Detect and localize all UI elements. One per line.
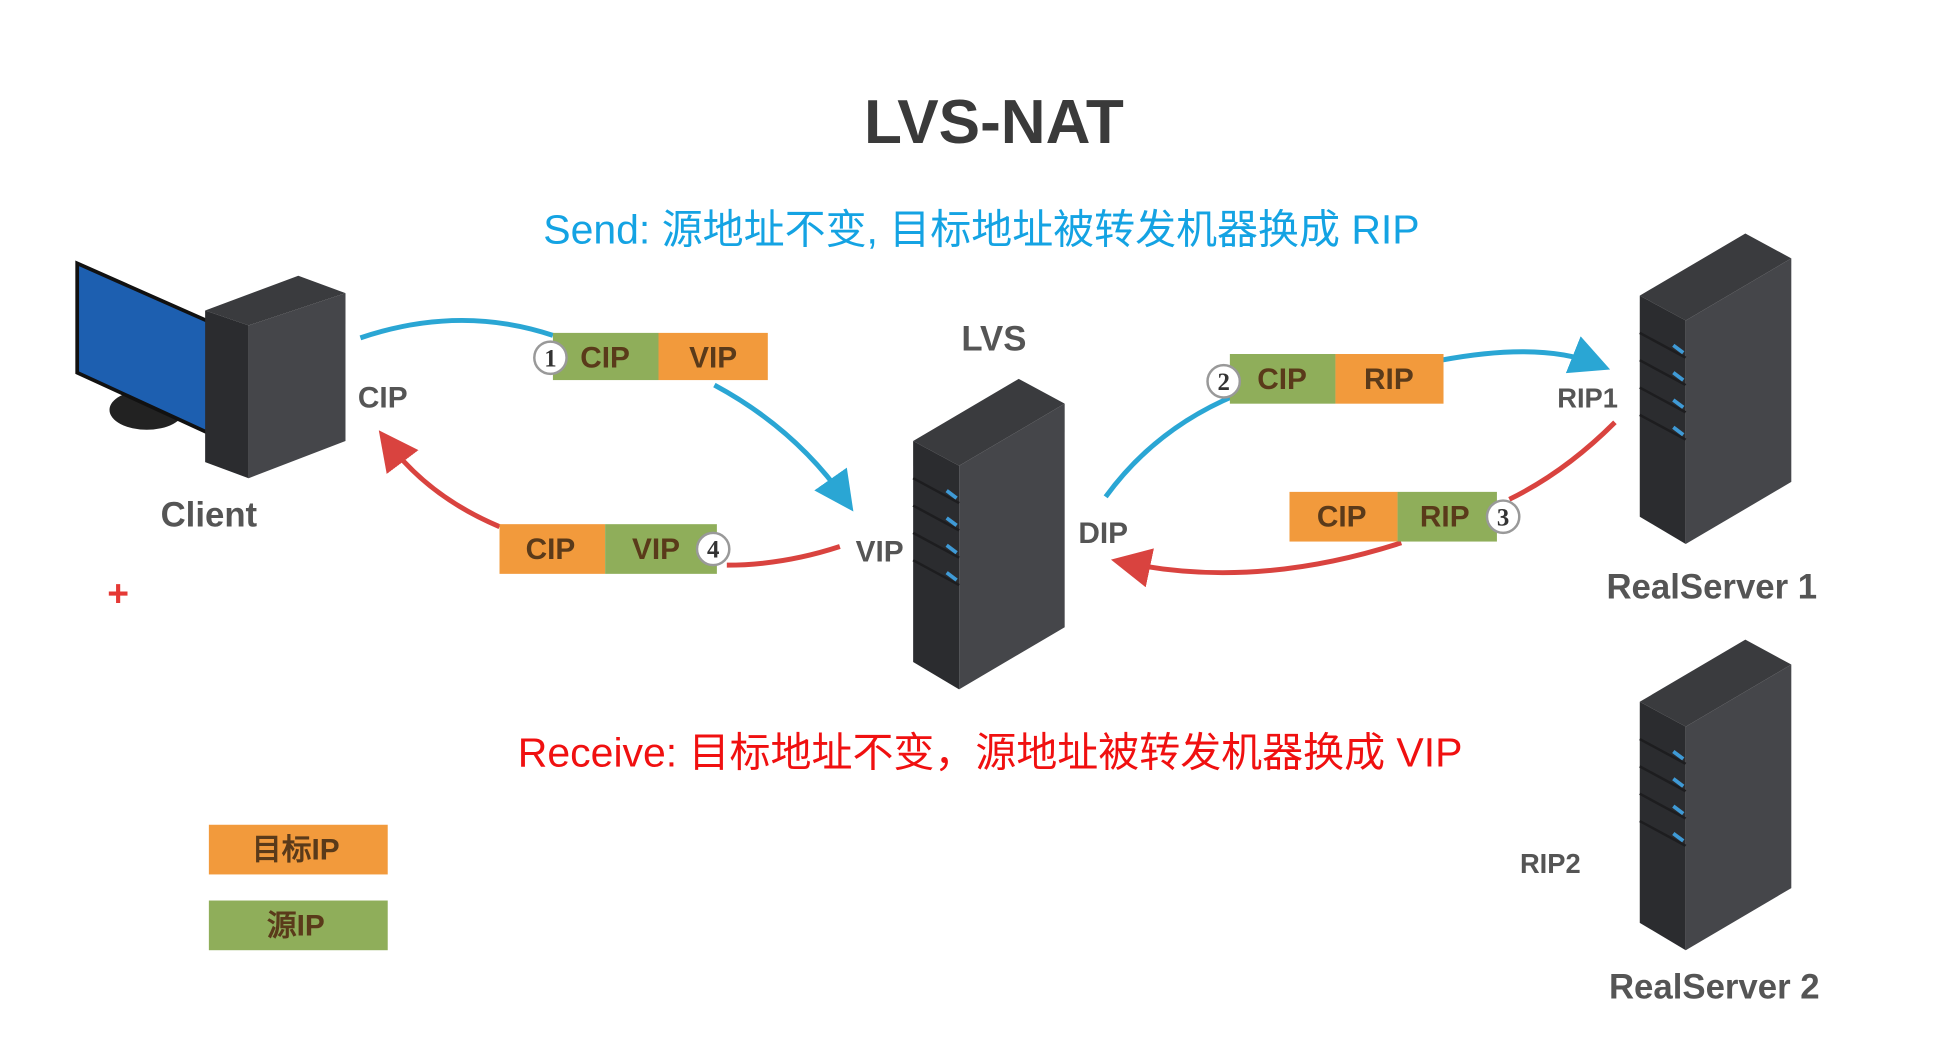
- receive-arrow-vip-to-packet4: [726, 544, 841, 568]
- packet-2-dst: RIP: [1364, 363, 1414, 396]
- send-arrow-dip-to-packet2: [1103, 392, 1238, 499]
- packet-1-step: 1: [544, 345, 556, 372]
- packet-4-src: VIP: [632, 533, 680, 566]
- packet-2-step: 2: [1217, 369, 1229, 396]
- send-arrow-packet2-to-rip1: [1440, 336, 1611, 374]
- diagram-title: LVS-NAT: [864, 88, 1124, 157]
- packet-3-dst: CIP: [1317, 501, 1367, 534]
- packet-3-src: RIP: [1420, 501, 1470, 534]
- dip-label: DIP: [1078, 517, 1128, 550]
- packet-2-src: CIP: [1257, 363, 1307, 396]
- legend: 目标IP 源IP: [208, 824, 388, 951]
- realserver1-icon: [1637, 231, 1794, 546]
- red-cross-marker: +: [107, 572, 129, 614]
- vip-label: VIP: [856, 535, 904, 568]
- legend-dest-label: 目标IP: [252, 834, 340, 867]
- receive-caption: Receive: 目标地址不变，源地址被转发机器换成 VIP: [518, 729, 1463, 775]
- packet-2: CIP RIP 2: [1206, 354, 1444, 404]
- packet-1-src: CIP: [580, 342, 630, 375]
- receive-arrow-packet3-to-dip: [1110, 540, 1403, 588]
- rip2-label: RIP2: [1520, 848, 1581, 879]
- packet-3-step: 3: [1497, 504, 1509, 531]
- realserver1-label: RealServer 1: [1606, 569, 1817, 607]
- packet-3: CIP RIP 3: [1289, 491, 1521, 542]
- packet-1: CIP VIP 1: [533, 332, 768, 381]
- receive-arrow-packet4-to-client: [378, 430, 501, 529]
- send-arrow-packet1-to-vip: [713, 382, 854, 512]
- packet-4-step: 4: [707, 537, 719, 564]
- lvs-server-icon: [911, 376, 1067, 692]
- send-caption: Send: 源地址不变, 目标地址被转发机器换成 RIP: [543, 206, 1419, 252]
- legend-dest-swatch: [208, 824, 388, 875]
- send-arrow-client-to-packet1: [359, 317, 554, 341]
- legend-src-swatch: [208, 900, 388, 951]
- cip-label: CIP: [358, 381, 408, 414]
- realserver2-label: RealServer 2: [1609, 969, 1820, 1007]
- legend-src-label: 源IP: [267, 909, 325, 942]
- realserver2-icon: [1637, 637, 1794, 953]
- packet-4-dst: CIP: [526, 533, 576, 566]
- packet-4: CIP VIP 4: [499, 524, 731, 574]
- receive-arrow-rip1-to-packet3: [1508, 420, 1617, 502]
- rip1-label: RIP1: [1557, 382, 1618, 413]
- client-label: Client: [161, 497, 258, 535]
- lvs-label: LVS: [961, 320, 1026, 358]
- packet-1-dst: VIP: [689, 342, 737, 375]
- client-computer-icon: [75, 260, 346, 479]
